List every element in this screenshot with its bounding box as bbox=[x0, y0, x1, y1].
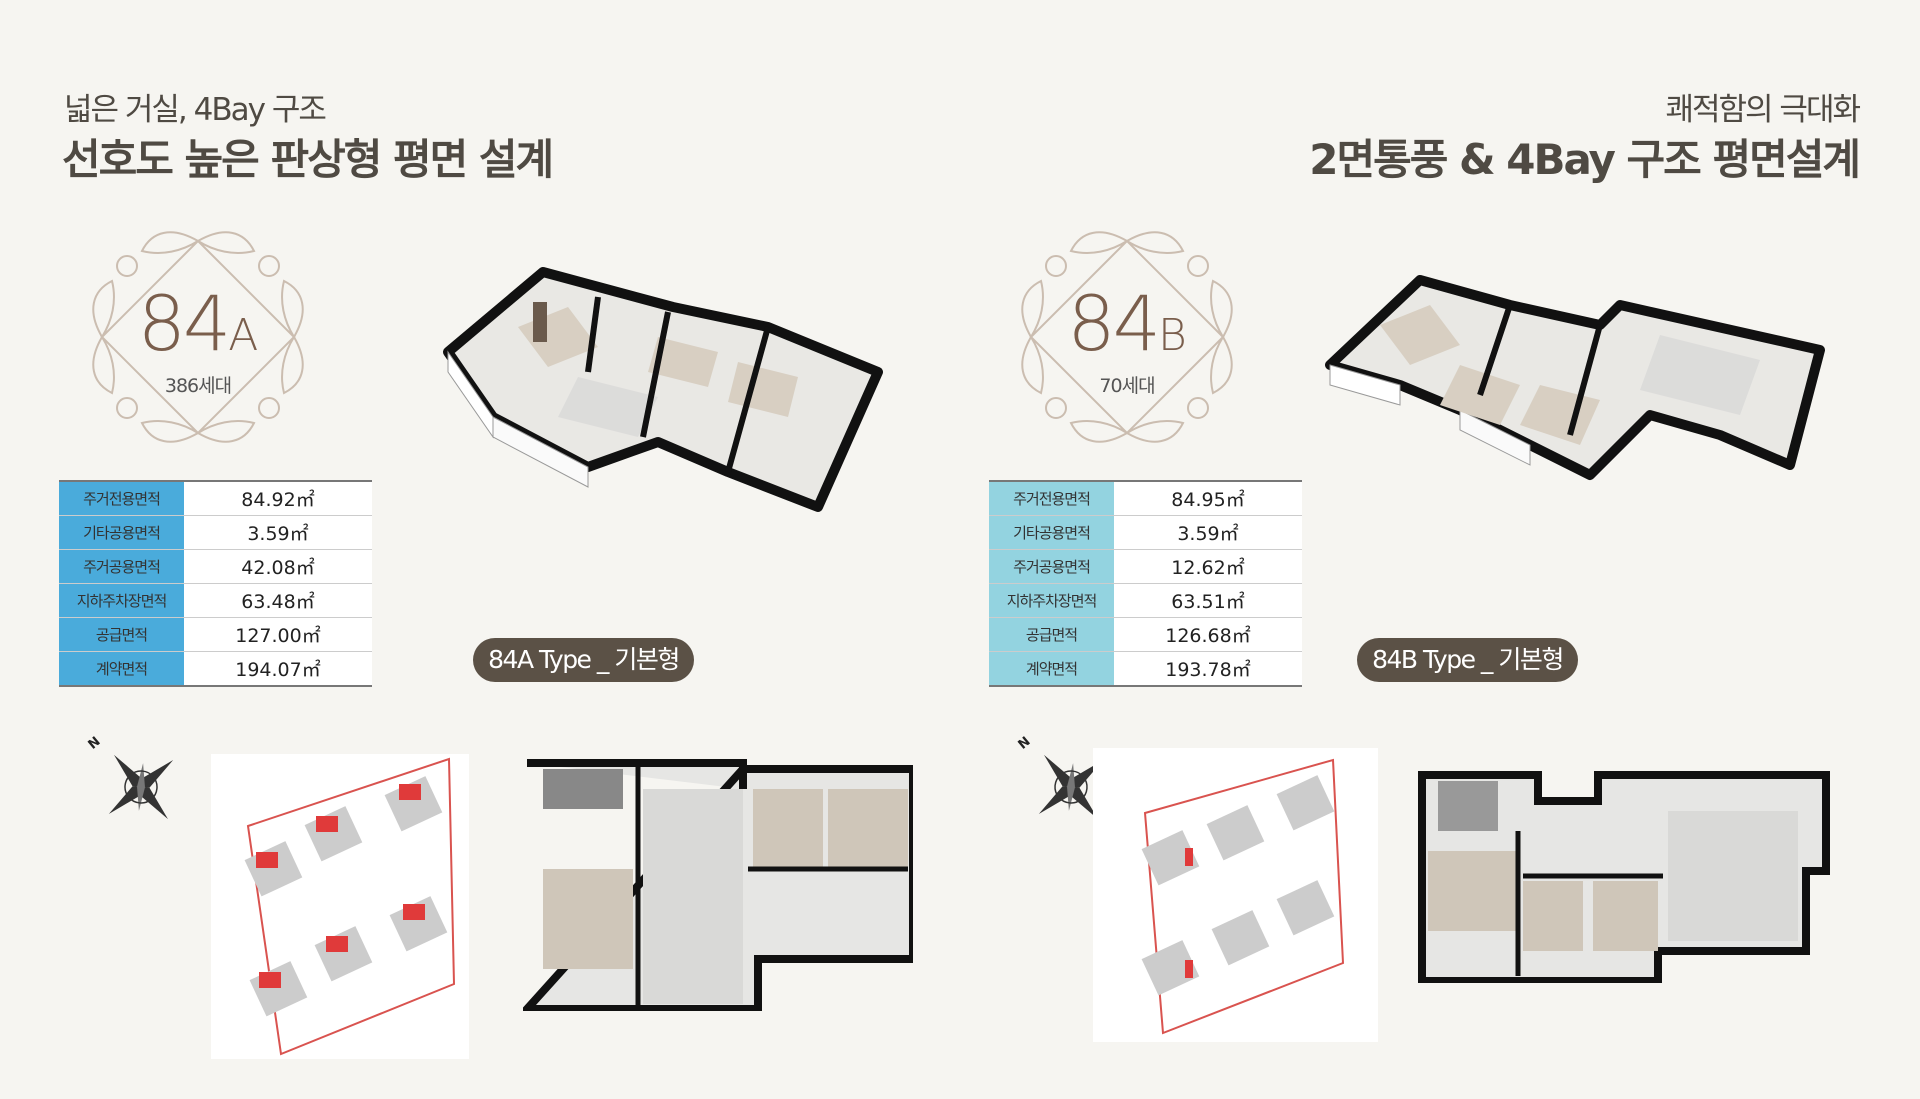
emblem-84a: 84A 386세대 bbox=[82, 221, 314, 453]
row-value: 3.59㎡ bbox=[1114, 515, 1302, 550]
floorplan-84a bbox=[523, 759, 913, 1011]
emblem-type-label: 84B bbox=[1067, 279, 1187, 368]
floorplan-84b bbox=[1418, 771, 1830, 983]
compass-north-label: N bbox=[86, 734, 104, 752]
row-label: 주거공용면적 bbox=[989, 549, 1114, 584]
compass-rose-icon: N bbox=[86, 734, 174, 820]
ornament-frame-icon bbox=[92, 231, 304, 443]
ornament-frame-icon bbox=[1021, 231, 1233, 443]
row-label: 공급면적 bbox=[59, 617, 184, 652]
isometric-floorplan-84a bbox=[443, 267, 883, 512]
row-label: 지하주차장면적 bbox=[989, 583, 1114, 618]
emblem-84b: 84B 70세대 bbox=[1011, 221, 1243, 453]
row-value: 127.00㎡ bbox=[184, 617, 372, 652]
site-map-84b bbox=[1093, 748, 1378, 1042]
type-badge-84a: 84A Type _ 기본형 bbox=[473, 638, 694, 682]
right-title: 2면통풍 & 4Bay 구조 평면설계 bbox=[1309, 135, 1861, 184]
row-label: 공급면적 bbox=[989, 617, 1114, 652]
row-value: 194.07㎡ bbox=[184, 651, 372, 687]
row-label: 계약면적 bbox=[989, 651, 1114, 687]
row-label: 주거공용면적 bbox=[59, 549, 184, 584]
row-value: 3.59㎡ bbox=[184, 515, 372, 550]
compass-rose-icon: N bbox=[1016, 734, 1104, 820]
emblem-households: 386세대 bbox=[164, 375, 232, 397]
row-value: 84.95㎡ bbox=[1114, 481, 1302, 516]
row-value: 84.92㎡ bbox=[184, 481, 372, 516]
emblem-type-label: 84A bbox=[137, 279, 259, 368]
row-value: 63.51㎡ bbox=[1114, 583, 1302, 618]
compass-north-label: N bbox=[1016, 734, 1034, 752]
row-label: 지하주차장면적 bbox=[59, 583, 184, 618]
row-value: 12.62㎡ bbox=[1114, 549, 1302, 584]
row-value: 126.68㎡ bbox=[1114, 617, 1302, 652]
isometric-floorplan-84b bbox=[1325, 275, 1825, 480]
row-label: 주거전용면적 bbox=[59, 481, 184, 516]
row-label: 기타공용면적 bbox=[989, 515, 1114, 550]
row-value: 193.78㎡ bbox=[1114, 651, 1302, 687]
row-value: 42.08㎡ bbox=[184, 549, 372, 584]
row-value: 63.48㎡ bbox=[184, 583, 372, 618]
row-label: 주거전용면적 bbox=[989, 481, 1114, 516]
row-label: 계약면적 bbox=[59, 651, 184, 687]
emblem-households: 70세대 bbox=[1099, 375, 1155, 397]
left-subtitle: 넓은 거실, 4Bay 구조 bbox=[64, 92, 327, 128]
right-subtitle: 쾌적함의 극대화 bbox=[1665, 92, 1861, 128]
row-label: 기타공용면적 bbox=[59, 515, 184, 550]
left-title: 선호도 높은 판상형 평면 설계 bbox=[62, 135, 554, 184]
site-map-84a bbox=[211, 754, 469, 1059]
type-badge-84b: 84B Type _ 기본형 bbox=[1357, 638, 1578, 682]
